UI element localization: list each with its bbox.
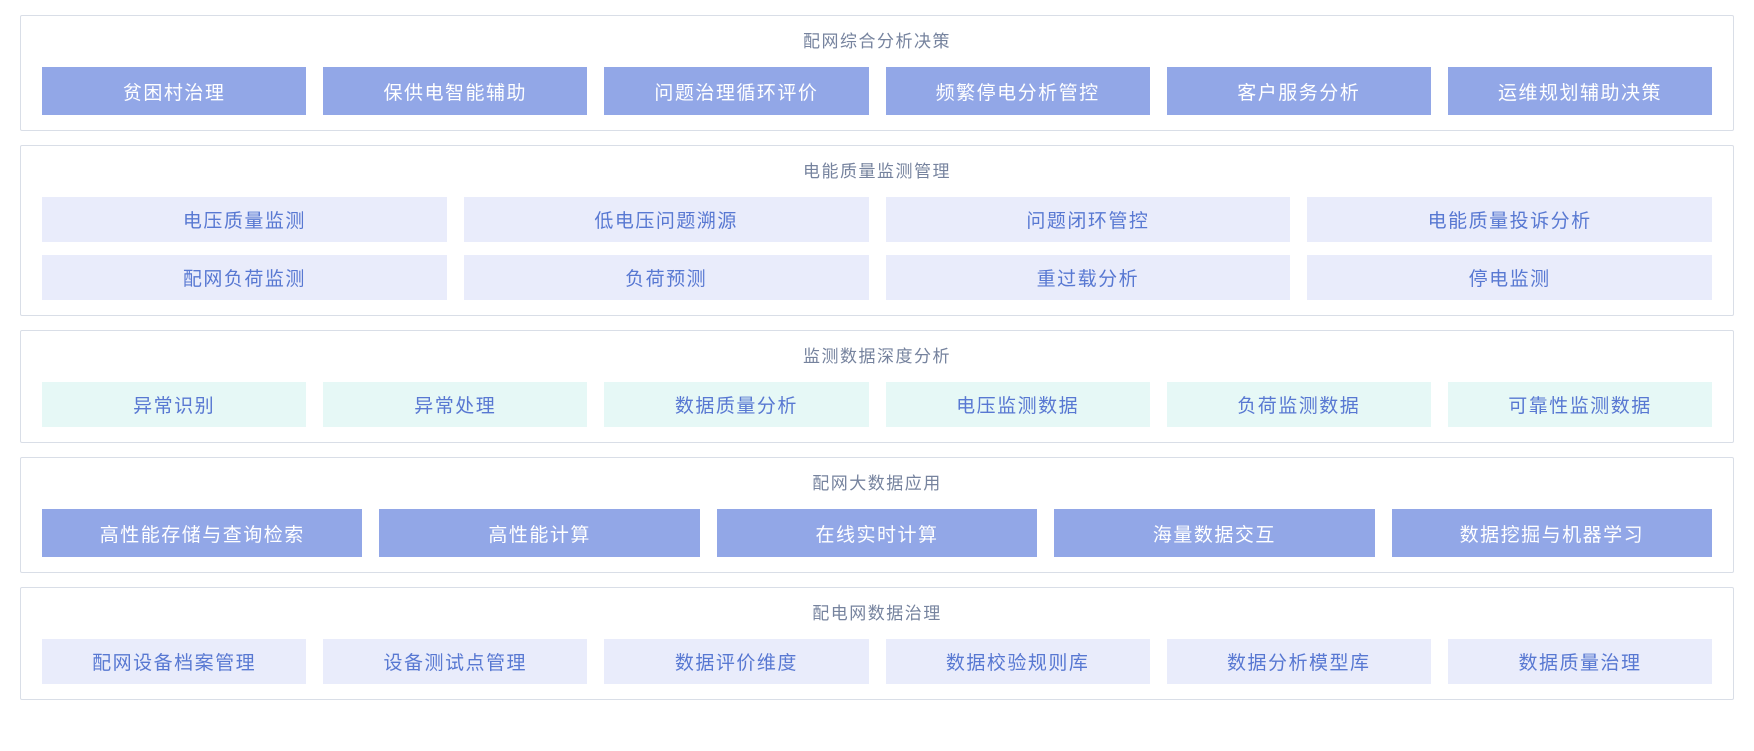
tile-button[interactable]: 数据质量分析: [604, 382, 869, 427]
button-row: 配网负荷监测负荷预测重过载分析停电监测: [42, 255, 1712, 300]
tile-button[interactable]: 可靠性监测数据: [1447, 382, 1713, 427]
section-rows: 异常识别异常处理数据质量分析电压监测数据负荷监测数据可靠性监测数据: [42, 382, 1713, 427]
tile-button[interactable]: 电压监测数据: [885, 382, 1150, 427]
tile-button[interactable]: 电压质量监测: [42, 197, 447, 242]
tile-button[interactable]: 设备测试点管理: [323, 639, 588, 684]
section-title-power-quality-monitoring: 电能质量监测管理: [803, 162, 951, 181]
tile-button[interactable]: 问题治理循环评价: [604, 67, 869, 115]
tile-button[interactable]: 负荷监测数据: [1166, 382, 1431, 427]
button-row: 电压质量监测低电压问题溯源问题闭环管控电能质量投诉分析: [42, 197, 1712, 242]
section-rows: 配网设备档案管理设备测试点管理数据评价维度数据校验规则库数据分析模型库数据质量治…: [42, 639, 1713, 684]
tile-button[interactable]: 数据校验规则库: [885, 639, 1150, 684]
section-title-distribution-data-governance: 配电网数据治理: [812, 604, 942, 623]
tile-button[interactable]: 频繁停电分析管控: [885, 67, 1150, 115]
button-row: 高性能存储与查询检索高性能计算在线实时计算海量数据交互数据挖掘与机器学习: [42, 509, 1713, 557]
section-distribution-big-data-application: 配网大数据应用 高性能存储与查询检索高性能计算在线实时计算海量数据交互数据挖掘与…: [20, 457, 1734, 573]
tile-button[interactable]: 数据质量治理: [1447, 639, 1713, 684]
tile-button[interactable]: 配网负荷监测: [42, 255, 447, 300]
section-title-distribution-big-data-application: 配网大数据应用: [812, 474, 942, 493]
section-rows: 贫困村治理保供电智能辅助问题治理循环评价频繁停电分析管控客户服务分析运维规划辅助…: [42, 67, 1713, 115]
tile-button[interactable]: 保供电智能辅助: [323, 67, 588, 115]
tile-button[interactable]: 数据分析模型库: [1166, 639, 1431, 684]
tile-button[interactable]: 客户服务分析: [1166, 67, 1431, 115]
tile-button[interactable]: 在线实时计算: [716, 509, 1038, 557]
section-rows: 高性能存储与查询检索高性能计算在线实时计算海量数据交互数据挖掘与机器学习: [42, 509, 1713, 557]
tile-button[interactable]: 电能质量投诉分析: [1307, 197, 1712, 242]
section-title-monitoring-data-deep-analysis: 监测数据深度分析: [803, 347, 951, 366]
tile-button[interactable]: 异常识别: [42, 382, 307, 427]
tile-button[interactable]: 海量数据交互: [1054, 509, 1375, 557]
module-panels: 配网综合分析决策 贫困村治理保供电智能辅助问题治理循环评价频繁停电分析管控客户服…: [20, 15, 1734, 700]
tile-button[interactable]: 数据挖掘与机器学习: [1391, 509, 1713, 557]
tile-button[interactable]: 运维规划辅助决策: [1447, 67, 1713, 115]
button-row: 贫困村治理保供电智能辅助问题治理循环评价频繁停电分析管控客户服务分析运维规划辅助…: [42, 67, 1713, 115]
tile-button[interactable]: 停电监测: [1307, 255, 1712, 300]
tile-button[interactable]: 贫困村治理: [42, 67, 307, 115]
button-row: 异常识别异常处理数据质量分析电压监测数据负荷监测数据可靠性监测数据: [42, 382, 1713, 427]
section-rows: 电压质量监测低电压问题溯源问题闭环管控电能质量投诉分析配网负荷监测负荷预测重过载…: [42, 197, 1712, 300]
tile-button[interactable]: 问题闭环管控: [885, 197, 1291, 242]
tile-button[interactable]: 高性能存储与查询检索: [42, 509, 363, 557]
tile-button[interactable]: 数据评价维度: [604, 639, 869, 684]
section-title-comprehensive-analysis-decision: 配网综合分析决策: [803, 32, 951, 51]
tile-button[interactable]: 高性能计算: [379, 509, 700, 557]
tile-button[interactable]: 低电压问题溯源: [463, 197, 869, 242]
section-power-quality-monitoring: 电能质量监测管理 电压质量监测低电压问题溯源问题闭环管控电能质量投诉分析配网负荷…: [20, 145, 1734, 316]
section-distribution-data-governance: 配电网数据治理 配网设备档案管理设备测试点管理数据评价维度数据校验规则库数据分析…: [20, 587, 1734, 700]
button-row: 配网设备档案管理设备测试点管理数据评价维度数据校验规则库数据分析模型库数据质量治…: [42, 639, 1713, 684]
section-comprehensive-analysis-decision: 配网综合分析决策 贫困村治理保供电智能辅助问题治理循环评价频繁停电分析管控客户服…: [20, 15, 1734, 131]
tile-button[interactable]: 重过载分析: [885, 255, 1291, 300]
tile-button[interactable]: 配网设备档案管理: [42, 639, 307, 684]
tile-button[interactable]: 异常处理: [323, 382, 588, 427]
tile-button[interactable]: 负荷预测: [463, 255, 869, 300]
section-monitoring-data-deep-analysis: 监测数据深度分析 异常识别异常处理数据质量分析电压监测数据负荷监测数据可靠性监测…: [20, 330, 1734, 443]
